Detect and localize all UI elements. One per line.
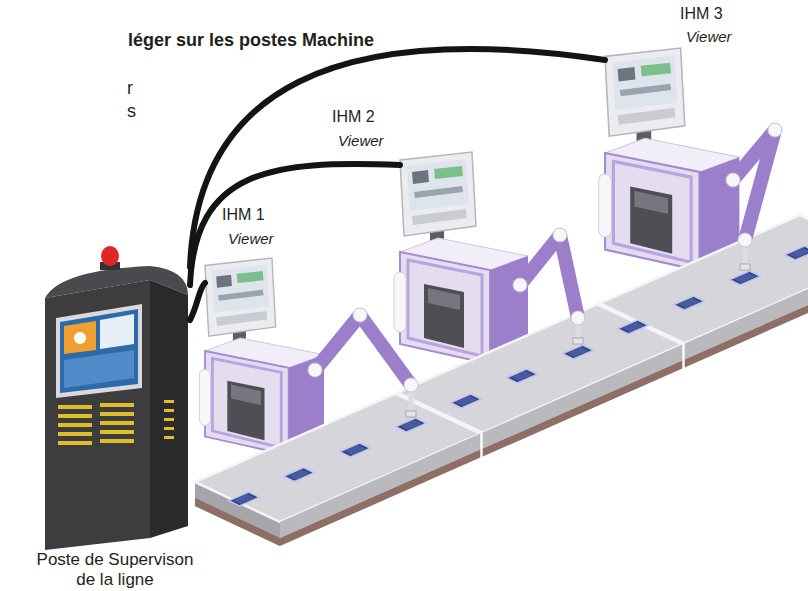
belt-base [685,271,808,367]
cabinet-buttons [58,400,174,445]
hmi-label: IHM 1 [222,206,265,224]
button-row [100,430,134,434]
screen-tile [100,314,134,349]
arm-joint [571,311,585,325]
role-label: Viewer [338,132,384,149]
red-beacon [101,246,119,266]
screen-tile [64,321,96,354]
hmi-screen: IHM 3Viewer [605,48,685,136]
arm-joint [768,123,782,137]
network-link [190,283,205,320]
side-light [164,418,174,421]
robot-arm [733,130,775,240]
cabinet-screen-frame [56,304,142,398]
phone-figure [284,468,315,482]
phones [229,246,808,506]
phone-figure [618,320,649,334]
arm-joint [404,378,418,392]
button-row [58,423,92,427]
gripper [573,338,583,344]
supervision-station: Poste de Supervison de la ligne [40,262,190,548]
cabinet-front [45,280,150,550]
button-row [58,441,92,445]
heading-text: léger sur les postes Machine [128,30,374,51]
button-row [100,439,134,443]
robot-arm [520,235,578,318]
cabinet-side [150,280,188,538]
screen-icon [74,332,86,344]
arm-joint [726,173,740,187]
button-row [58,405,92,409]
button-row [100,421,134,425]
cut-text: s [127,101,136,122]
side-light [164,436,174,439]
hmi-label: IHM 2 [332,108,375,126]
machine-figure [599,48,740,271]
robot-arm [315,315,411,385]
belt-side [280,434,480,538]
button-row [58,414,92,418]
button-row [100,412,134,416]
arm-joint [308,363,322,377]
network-link [190,49,605,267]
cabinet-screen [60,309,138,393]
side-light [164,409,174,412]
button-row [100,403,134,407]
arm-joint [353,308,367,322]
hmi-screen: IHM 1Viewer [205,258,275,338]
station-label: Poste de Supervison de la ligne [30,550,200,589]
hmi-label: IHM 3 [680,5,723,23]
supervision-cabinet [45,246,188,550]
arm-joint [738,233,752,247]
screen-tile [64,350,134,388]
phone-figure [507,369,538,383]
side-light [164,427,174,430]
button-row [58,432,92,436]
cut-text: r [127,78,133,99]
phone-figure [451,394,482,408]
role-label: Viewer [228,230,274,247]
arm-joint [553,228,567,242]
gripper [740,264,750,270]
belt-side [483,344,683,448]
side-light [164,400,174,403]
belt-base [483,360,683,456]
arm-joint [513,278,527,292]
gripper [406,411,416,417]
conveyor-belt [195,215,808,546]
phone-figure [674,296,705,310]
role-label: Viewer [686,28,732,45]
belt-side [685,255,808,359]
machine-figure [199,258,324,455]
belt-base [280,450,480,546]
phone-figure [396,418,427,432]
phone-figure [229,492,260,506]
phone-figure [340,443,371,457]
network-link [190,164,400,285]
phone-figure [785,246,808,260]
machine-figure [394,152,528,364]
phone-figure [563,345,594,359]
hmi-screen: IHM 2Viewer [400,152,476,236]
phone-figure [730,271,761,285]
